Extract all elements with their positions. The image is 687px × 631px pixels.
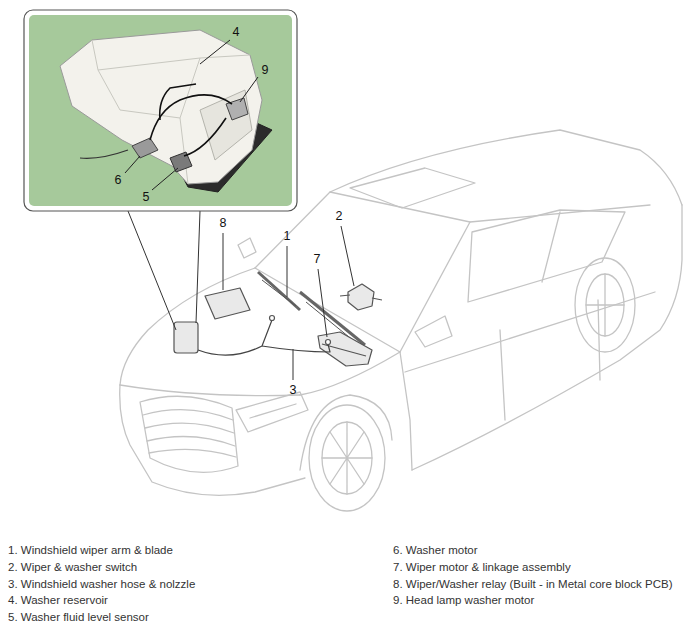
callout-number: 7: [314, 252, 321, 267]
part-name: 2. Wiper & washer switch: [8, 561, 137, 575]
part-name: 8. Wiper/Washer relay (Built - in Metal …: [393, 578, 673, 592]
callout-number: 5: [143, 190, 150, 205]
part-name: 6. Washer motor: [393, 544, 478, 558]
callout-number: 4: [233, 25, 240, 40]
part-name: 5. Washer fluid level sensor: [8, 611, 149, 625]
inset-frame: [24, 10, 297, 211]
leader-lines: [128, 211, 354, 380]
part-name: 7. Wiper motor & linkage assembly: [393, 561, 571, 575]
callout-number: 3: [290, 383, 297, 398]
part-name: 4. Washer reservoir: [8, 594, 108, 608]
part-name: 9. Head lamp washer motor: [393, 594, 534, 608]
callout-number: 8: [220, 216, 227, 231]
inset-leader-lines: [125, 40, 258, 190]
callout-number: 2: [336, 209, 343, 224]
part-name: 3. Windshield washer hose & nolzzle: [8, 578, 195, 592]
inset-ground: [29, 15, 292, 206]
callout-number: 6: [115, 173, 122, 188]
reservoir-detail: [60, 30, 272, 192]
callout-number: 9: [262, 63, 269, 78]
callout-number: 1: [284, 229, 291, 244]
part-name: 1. Windshield wiper arm & blade: [8, 544, 173, 558]
wiper-system: [174, 272, 382, 366]
